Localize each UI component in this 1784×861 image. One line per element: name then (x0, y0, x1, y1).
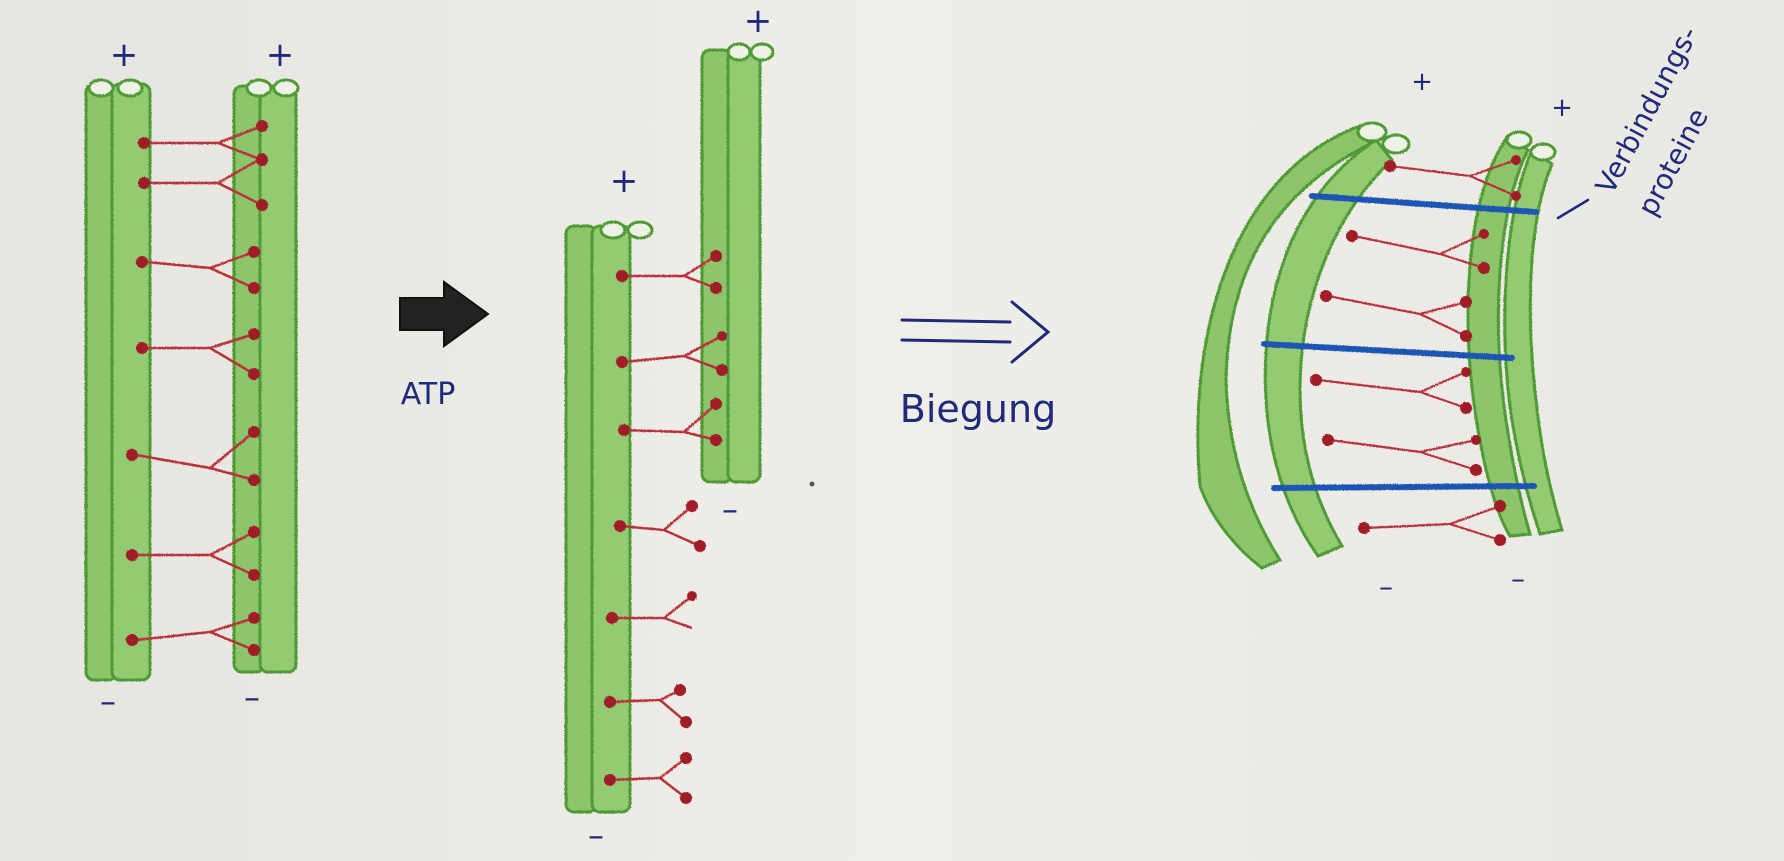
dynein-heads-panel2 (604, 250, 728, 804)
panel1-plus-left: + (110, 35, 139, 75)
dynein-arms-panel3 (1317, 158, 1517, 542)
double-line-arrow-icon (900, 300, 1051, 364)
dynein-heads-panel1 (126, 120, 268, 656)
linker-protein-3 (1271, 483, 1537, 491)
microtubule-right (232, 78, 300, 674)
panel-bent (1196, 121, 1564, 570)
linker-proteins (1261, 193, 1539, 491)
microtubule-left-bent (1196, 121, 1411, 570)
atp-label: ATP (401, 377, 456, 412)
microtubule-left (84, 78, 152, 682)
panel1-minus-right: – (244, 678, 260, 716)
panel2-minus-left: – (588, 816, 604, 854)
dynein-heads-panel3 (1310, 155, 1521, 546)
panel3-minus-left: – (1379, 570, 1393, 603)
panel-sliding (564, 42, 775, 814)
panel3-plus-left: + (1411, 67, 1433, 97)
panel3-plus-right: + (1551, 93, 1573, 123)
biegung-label: Biegung (900, 387, 1056, 431)
dynein-arms-panel1 (135, 124, 263, 652)
panel3-minus-right: – (1511, 562, 1525, 595)
annotation-leader-line (1556, 198, 1590, 220)
panel2-plus-right: + (744, 1, 773, 41)
panel1-minus-left: – (100, 682, 116, 720)
microtubule-left-shifted (564, 220, 654, 814)
panel-resting (84, 78, 300, 682)
panel2-plus-left: + (610, 161, 639, 201)
linker-protein-1 (1309, 193, 1539, 215)
pencil-dot (809, 481, 815, 487)
panel1-plus-right: + (266, 35, 295, 75)
panel2-minus-right: – (722, 490, 738, 528)
block-right-arrow-icon (399, 280, 490, 348)
linker-protein-2 (1261, 341, 1515, 361)
